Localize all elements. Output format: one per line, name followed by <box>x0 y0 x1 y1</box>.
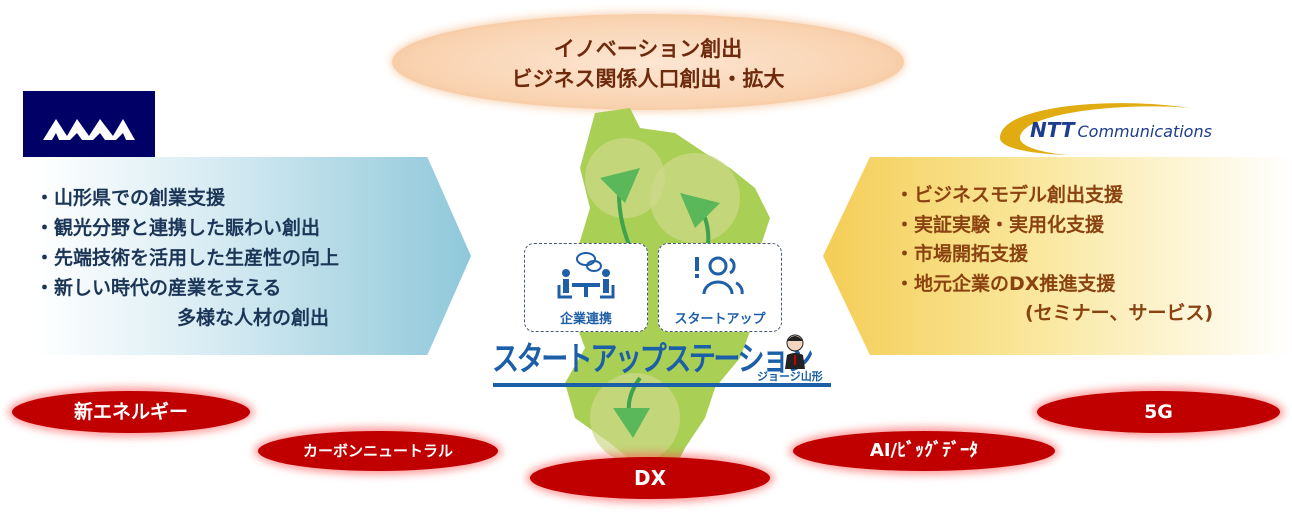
startup-people-icon <box>695 256 744 295</box>
theme-dx: DX <box>530 457 770 499</box>
list-item-continuation: 多様な人材の創出 <box>177 307 330 329</box>
list-item: ・ビジネスモデル創出支援 <box>895 184 1124 206</box>
ntt-brand: NTT <box>1030 118 1075 142</box>
innovation-banner: イノベーション創出 ビジネス関係人口創出・拡大 <box>392 14 904 110</box>
theme-5g: 5G <box>1037 391 1280 433</box>
list-item: ・地元企業のDX推進支援 <box>895 272 1116 295</box>
ntt-text: Communications <box>1077 122 1212 141</box>
theme-ai-big-data: AI/ﾋﾞｯｸﾞﾃﾞｰﾀ <box>793 431 1055 471</box>
ntt-support-arrow <box>823 157 1292 355</box>
theme-new-energy: 新エネルギー <box>12 391 250 433</box>
list-item-continuation: (セミナー、サービス) <box>1025 302 1214 324</box>
startup-station-title: スタートアップステーション <box>492 339 814 378</box>
card-label: スタートアップ <box>674 312 766 327</box>
george-yamagata-label: ジョージ山形 <box>757 370 823 383</box>
title-underline <box>493 383 831 387</box>
list-item: ・山形県での創業支援 <box>35 187 226 209</box>
list-item: ・観光分野と連携した賑わい創出 <box>35 217 321 239</box>
list-item: ・先端技術を活用した生産性の向上 <box>35 247 340 269</box>
corporate-collaboration-card: 企業連携 <box>524 243 648 332</box>
ntt-support-list: ・ビジネスモデル創出支援 ・実証実験・実用化支援 ・市場開拓支援 ・地元企業のD… <box>895 181 1213 329</box>
list-item: ・実証実験・実用化支援 <box>895 213 1105 236</box>
theme-carbon-neutral: カーボンニュートラル <box>258 431 498 471</box>
prefecture-support-list: ・山形県での創業支援 ・観光分野と連携した賑わい創出 ・先端技術を活用した生産性… <box>35 183 339 333</box>
list-item: ・新しい時代の産業を支える <box>35 277 282 299</box>
george-avatar-icon <box>785 334 805 369</box>
yamagata-logo <box>23 91 155 157</box>
banner-line-1: イノベーション創出 <box>553 37 743 61</box>
banner-line-2: ビジネス関係人口創出・拡大 <box>511 67 785 91</box>
startup-card: スタートアップ <box>658 243 782 332</box>
meeting-icon <box>557 252 615 299</box>
card-label: 企業連携 <box>559 312 612 327</box>
list-item: ・市場開拓支援 <box>895 243 1029 265</box>
prefecture-support-arrow <box>35 157 471 355</box>
